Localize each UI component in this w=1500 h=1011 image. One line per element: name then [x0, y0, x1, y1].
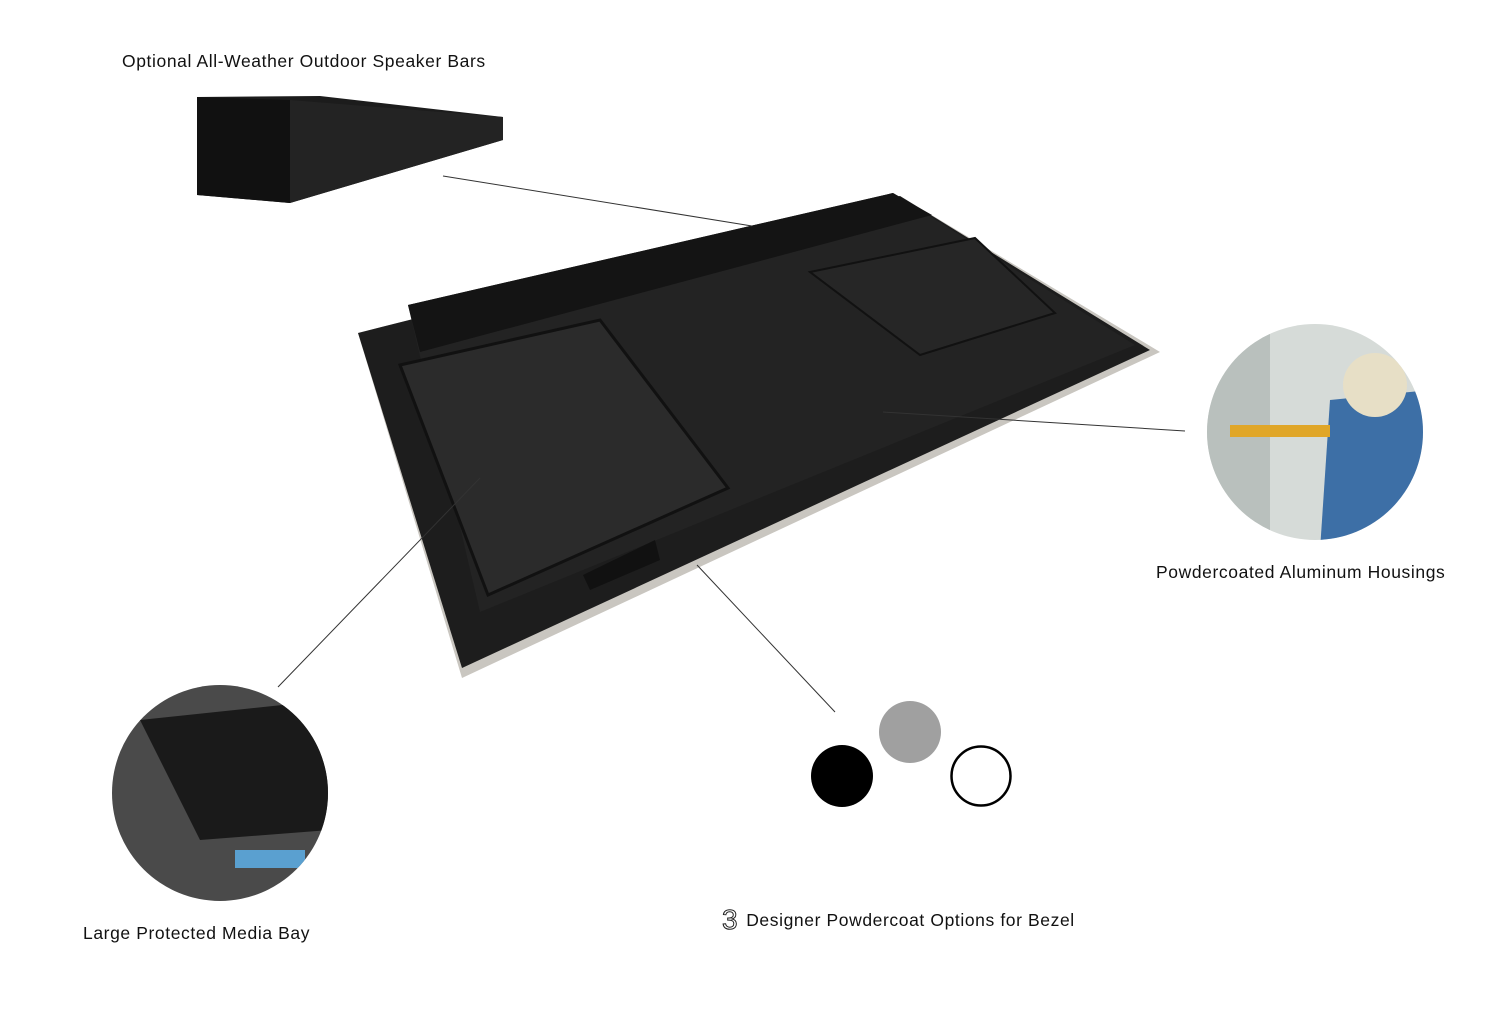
- swatch-black: [811, 745, 873, 807]
- bezel-options-label: 3 Designer Powdercoat Options for Bezel: [721, 904, 1075, 936]
- speaker-bar-image: [197, 96, 503, 203]
- swatch-grey: [879, 701, 941, 763]
- leader-line-housing: [882, 411, 1186, 432]
- display-housing-image: [358, 193, 1160, 678]
- powdercoat-photo: [1207, 324, 1423, 540]
- leader-line-speaker: [442, 175, 753, 227]
- leader-line-bezel: [696, 564, 836, 713]
- media-bay-label: Large Protected Media Bay: [83, 923, 311, 943]
- bezel-options-text: Designer Powdercoat Options for Bezel: [746, 910, 1075, 930]
- bezel-count: 3: [721, 904, 739, 936]
- swatch-white: [950, 745, 1012, 807]
- speaker-bars-label: Optional All-Weather Outdoor Speaker Bar…: [122, 51, 486, 71]
- media-bay-photo: [112, 685, 328, 901]
- leader-line-media-bay: [277, 477, 481, 688]
- housing-label: Powdercoated Aluminum Housings: [1156, 562, 1446, 582]
